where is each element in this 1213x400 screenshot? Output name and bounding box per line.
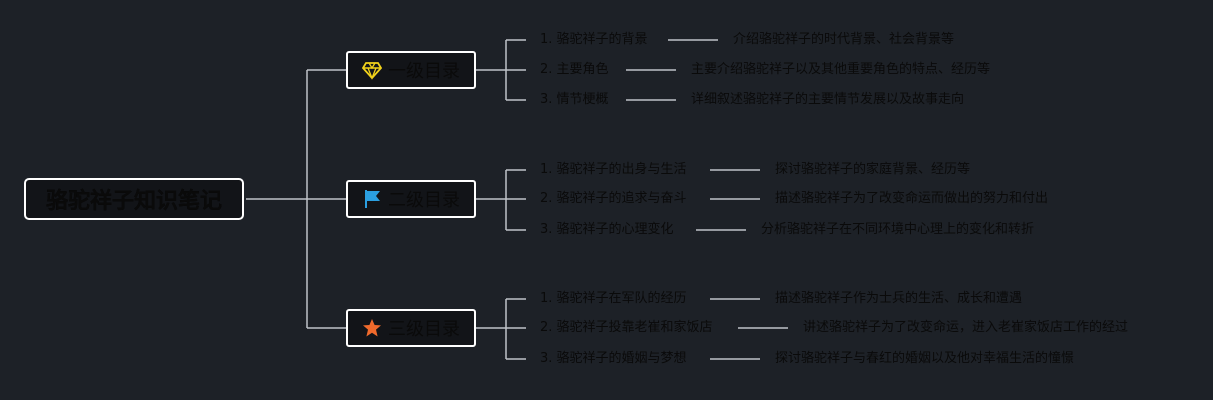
- leaf-node[interactable]: 1. 骆驼祥子在军队的经历: [540, 291, 687, 307]
- leaf-number: 3.: [540, 92, 553, 107]
- leaf-description: 分析骆驼祥子在不同环境中心理上的变化和转折: [761, 222, 1035, 237]
- leaf-number: 2.: [540, 62, 553, 77]
- leaf-description: 描述骆驼祥子作为士兵的生活、成长和遭遇: [775, 291, 1023, 306]
- diamond-icon: [362, 60, 382, 80]
- branch-label: 一级目录: [388, 61, 460, 82]
- leaf-node[interactable]: 3. 骆驼祥子的心理变化: [540, 222, 674, 238]
- leaf-node[interactable]: 2. 骆驼祥子的追求与奋斗: [540, 191, 687, 207]
- leaf-title: 骆驼祥子的追求与奋斗: [556, 191, 687, 206]
- leaf-description: 详细叙述骆驼祥子的主要情节发展以及故事走向: [691, 92, 965, 107]
- leaf-description: 主要介绍骆驼祥子以及其他重要角色的特点、经历等: [691, 62, 991, 77]
- leaf-title: 骆驼祥子在军队的经历: [556, 291, 687, 306]
- branch-label: 三级目录: [388, 319, 460, 340]
- leaf-description: 探讨骆驼祥子与春红的婚姻以及他对幸福生活的憧憬: [775, 351, 1075, 366]
- branch-node-level-3[interactable]: 三级目录: [346, 309, 476, 347]
- root-title: 骆驼祥子知识笔记: [45, 189, 222, 214]
- flag-icon: [362, 189, 382, 209]
- leaf-title: 骆驼祥子的心理变化: [556, 222, 674, 237]
- leaf-number: 1.: [540, 32, 553, 47]
- leaf-title: 骆驼祥子的背景: [556, 32, 648, 47]
- leaf-node[interactable]: 3. 情节梗概: [540, 92, 609, 108]
- leaf-title: 骆驼祥子的出身与生活: [556, 162, 687, 177]
- leaf-number: 1.: [540, 291, 553, 306]
- leaf-node[interactable]: 1. 骆驼祥子的出身与生活: [540, 162, 687, 178]
- leaf-node[interactable]: 1. 骆驼祥子的背景: [540, 32, 648, 48]
- leaf-number: 1.: [540, 162, 553, 177]
- branch-label: 二级目录: [388, 190, 460, 211]
- leaf-title: 情节梗概: [556, 92, 609, 107]
- leaf-number: 3.: [540, 222, 553, 237]
- branch-node-level-1[interactable]: 一级目录: [346, 51, 476, 89]
- leaf-description: 描述骆驼祥子为了改变命运而做出的努力和付出: [775, 191, 1049, 206]
- leaf-node[interactable]: 2. 主要角色: [540, 62, 609, 78]
- leaf-number: 2.: [540, 320, 553, 335]
- leaf-title: 骆驼祥子的婚姻与梦想: [556, 351, 687, 366]
- leaf-description: 介绍骆驼祥子的时代背景、社会背景等: [733, 32, 955, 47]
- leaf-number: 3.: [540, 351, 553, 366]
- leaf-node[interactable]: 3. 骆驼祥子的婚姻与梦想: [540, 351, 687, 367]
- leaf-number: 2.: [540, 191, 553, 206]
- leaf-title: 骆驼祥子投靠老崔和家饭店: [556, 320, 713, 335]
- leaf-description: 讲述骆驼祥子为了改变命运，进入老崔家饭店工作的经过: [803, 320, 1129, 335]
- leaf-description: 探讨骆驼祥子的家庭背景、经历等: [775, 162, 971, 177]
- leaf-title: 主要角色: [556, 62, 609, 77]
- branch-node-level-2[interactable]: 二级目录: [346, 180, 476, 218]
- star-icon: [362, 318, 382, 338]
- leaf-node[interactable]: 2. 骆驼祥子投靠老崔和家饭店: [540, 320, 713, 336]
- root-node[interactable]: 骆驼祥子知识笔记: [24, 178, 244, 220]
